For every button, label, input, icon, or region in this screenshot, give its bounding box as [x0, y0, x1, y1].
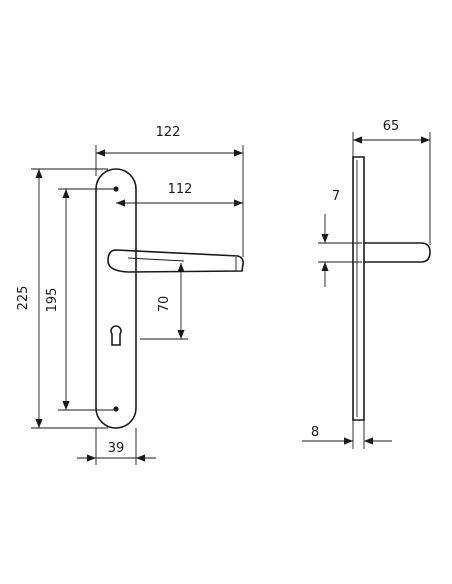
dimension-39-label: 39	[108, 441, 125, 456]
dimension-8: 8	[302, 420, 392, 449]
lever-handle	[107, 249, 244, 273]
dimension-195-label: 195	[45, 288, 60, 313]
dimension-65-label: 65	[383, 119, 400, 134]
dimension-122: 122	[95, 125, 244, 257]
dimension-39: 39	[77, 428, 156, 465]
dimension-70: 70	[140, 263, 188, 340]
dimension-7: 7	[318, 189, 362, 287]
side-lever-profile	[364, 242, 431, 263]
cylinder-keyhole	[110, 325, 122, 346]
dimension-225-label: 225	[16, 286, 31, 311]
dimension-7-label: 7	[332, 189, 340, 204]
bottom-screw-hole	[113, 406, 119, 412]
backplate-outline	[95, 168, 137, 429]
dimension-225: 225	[16, 168, 108, 429]
lever-rose-line	[127, 257, 185, 262]
top-screw-hole	[113, 186, 119, 192]
dimension-112-label: 112	[168, 182, 193, 197]
dimension-112: 112	[116, 182, 243, 207]
dimension-122-label: 122	[156, 125, 181, 140]
dimension-8-label: 8	[311, 425, 319, 440]
dimension-195: 195	[45, 188, 114, 411]
side-view	[352, 156, 431, 421]
dimension-70-label: 70	[157, 296, 172, 313]
front-view	[95, 168, 244, 429]
dimension-65: 65	[352, 119, 431, 245]
side-backplate-outline	[352, 156, 365, 421]
